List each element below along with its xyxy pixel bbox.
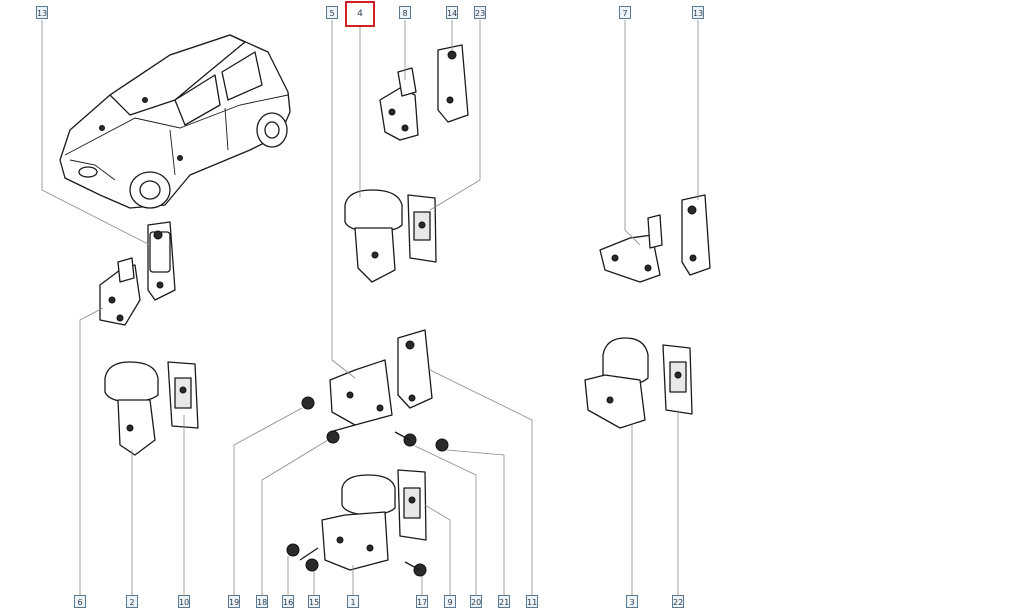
callout-15: 15 (308, 595, 320, 608)
callout-13-left: 13 (36, 6, 48, 19)
bolt-set-center (301, 396, 449, 452)
callout-14: 14 (446, 6, 458, 19)
car-illustration (59, 34, 291, 209)
hinge-part-13-left (147, 221, 176, 301)
callout-16: 16 (282, 595, 294, 608)
hinge-part-8 (379, 67, 419, 141)
door-stop-part-1 (321, 474, 396, 571)
callout-9: 9 (444, 595, 456, 608)
hinge-part-6 (99, 257, 141, 326)
callout-3: 3 (626, 595, 638, 608)
callout-2: 2 (126, 595, 138, 608)
callout-5: 5 (326, 6, 338, 19)
hinge-part-14 (437, 44, 469, 123)
door-plate-part-22 (662, 344, 693, 415)
callout-20: 20 (470, 595, 482, 608)
callout-10: 10 (178, 595, 190, 608)
door-plate-part-23 (407, 194, 437, 263)
callout-21: 21 (498, 595, 510, 608)
bolt-set-lower (286, 543, 427, 577)
callout-7: 7 (619, 6, 631, 19)
hinge-part-21 (397, 329, 433, 409)
hinge-part-7 (599, 214, 663, 283)
door-stop-part-3 (584, 337, 649, 429)
callout-13-right: 13 (692, 6, 704, 19)
callout-4-highlighted: 4 (345, 1, 375, 27)
callout-1: 1 (347, 595, 359, 608)
callout-18: 18 (256, 595, 268, 608)
hinge-part-13-right (681, 194, 711, 276)
callout-17: 17 (416, 595, 428, 608)
callout-23: 23 (474, 6, 486, 19)
callout-8: 8 (399, 6, 411, 19)
callout-19: 19 (228, 595, 240, 608)
callout-11: 11 (526, 595, 538, 608)
door-stop-part-4 (344, 189, 403, 283)
callout-22: 22 (672, 595, 684, 608)
door-plate-part-9 (397, 469, 427, 541)
leader-lines (41, 20, 699, 595)
door-plate-part-10 (167, 361, 199, 429)
door-stop-part-2 (104, 361, 159, 456)
hinge-part-5 (329, 359, 393, 426)
callout-6: 6 (74, 595, 86, 608)
